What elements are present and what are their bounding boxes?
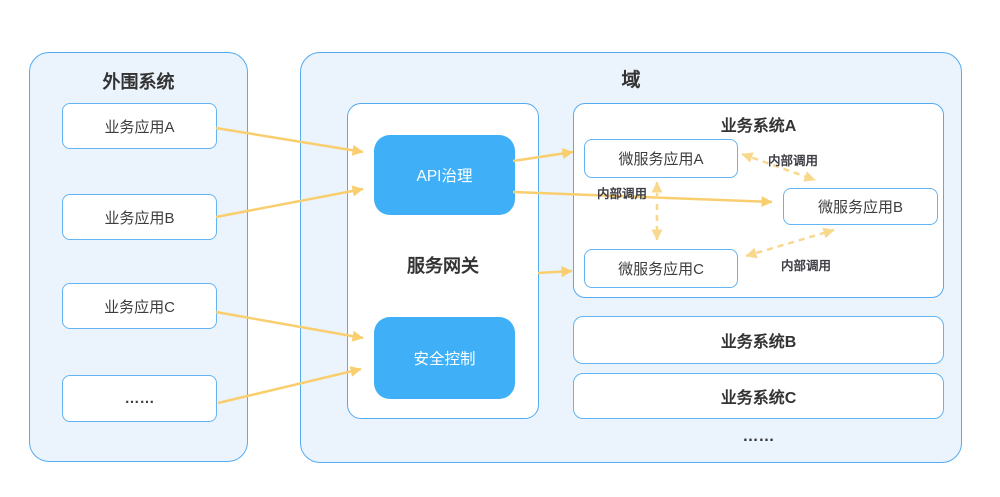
node-microservice-app-a: 微服务应用A [584, 139, 738, 178]
panel-peripheral-systems: 外围系统 业务应用A 业务应用B 业务应用C …… [29, 52, 248, 462]
box-business-system-b: 业务系统B [573, 316, 944, 364]
edge-label-internal-call-a-c: 内部调用 [597, 187, 648, 201]
service-gateway-title: 服务网关 [407, 256, 479, 276]
node-business-app-ellipsis: …… [62, 375, 217, 422]
node-security-control: 安全控制 [374, 317, 515, 399]
domain-title: 域 [621, 70, 641, 91]
box-business-system-a: 业务系统A 微服务应用A 微服务应用B 微服务应用C [573, 103, 944, 298]
box-service-gateway: API治理 服务网关 安全控制 [347, 103, 539, 419]
edge-label-internal-call-c-b: 内部调用 [781, 259, 832, 273]
node-microservice-app-c: 微服务应用C [584, 249, 738, 288]
node-business-app-b: 业务应用B [62, 194, 217, 240]
node-business-app-c: 业务应用C [62, 283, 217, 329]
box-business-system-c: 业务系统C [573, 373, 944, 419]
node-api-governance: API治理 [374, 135, 515, 215]
domain-ellipsis: …… [742, 428, 775, 445]
peripheral-systems-title: 外围系统 [102, 72, 175, 92]
node-business-app-a: 业务应用A [62, 103, 217, 149]
edge-label-internal-call-a-b: 内部调用 [768, 154, 819, 168]
node-microservice-app-b: 微服务应用B [783, 188, 938, 225]
business-system-a-title: 业务系统A [720, 118, 797, 135]
panel-domain: 域 API治理 服务网关 安全控制 业务系统A 微服务应用A 微服务应用B 微服… [300, 52, 962, 463]
